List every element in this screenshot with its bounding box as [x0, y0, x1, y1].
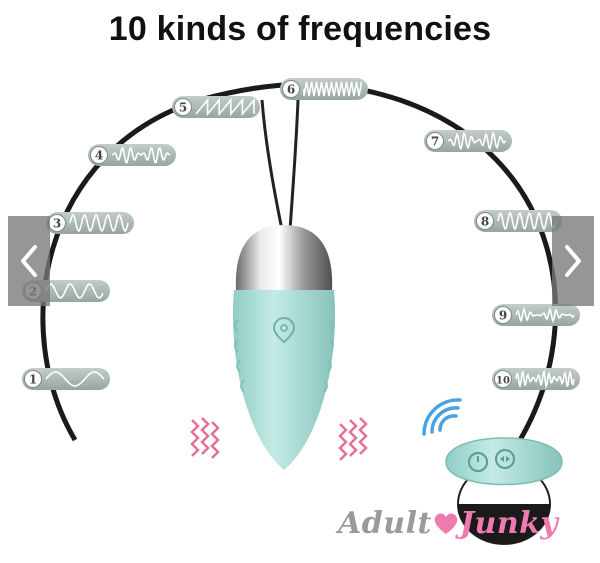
frequency-number: 3: [53, 217, 61, 231]
chevron-right-icon: [565, 245, 581, 277]
frequency-number: 10: [496, 376, 510, 387]
heart-icon: [434, 513, 458, 534]
frequency-number: 1: [29, 373, 37, 387]
bullet-cap: [235, 225, 333, 290]
frequency-badge-3: 3: [46, 212, 134, 234]
frequency-badge-background: [172, 96, 260, 118]
frequency-number-circle: [494, 370, 512, 388]
frequency-number: 7: [431, 135, 439, 149]
next-image-button[interactable]: [552, 216, 594, 306]
remote-mode-icon: [495, 449, 515, 469]
frequency-badge-9: 9: [492, 304, 580, 326]
frequency-waveform-icon: [515, 368, 575, 390]
frequency-waveform-icon: [303, 81, 363, 97]
frequency-number: 8: [481, 215, 489, 229]
watermark-logo: Adult Junky: [338, 506, 558, 541]
remote-power-icon: [468, 452, 488, 472]
frequency-badge-background: [492, 368, 580, 390]
body-ridges: [234, 319, 334, 393]
frequency-number: 6: [287, 83, 295, 97]
frequency-number-circle: [282, 80, 300, 98]
frequency-badge-8: 8: [474, 210, 562, 232]
frequency-number: 9: [499, 309, 507, 323]
body-power-icon: [272, 316, 296, 344]
frequency-badge-5: 5: [172, 96, 260, 118]
wireless-signal-icon: [422, 398, 462, 436]
frequency-number-circle: [476, 212, 494, 230]
cord-right: [288, 99, 300, 231]
frequency-number-circle: [426, 132, 444, 150]
frequency-badge-6: 6: [280, 78, 368, 100]
frequency-badge-1: 1: [22, 368, 110, 390]
frequency-waveform-icon: [447, 131, 507, 151]
chevron-left-icon: [21, 245, 37, 277]
vibration-left-icon: [190, 417, 220, 459]
frequency-waveform-icon: [195, 97, 255, 117]
frequency-number-circle: [24, 370, 42, 388]
previous-image-button[interactable]: [8, 216, 50, 306]
cord-left: [260, 99, 284, 231]
frequency-waveform-icon: [45, 371, 105, 387]
frequency-waveform-icon: [69, 213, 129, 233]
frequency-number-circle: [494, 306, 512, 324]
frequency-waveform-icon: [45, 283, 104, 299]
frequency-number: 4: [95, 149, 103, 163]
frequency-number-circle: [90, 146, 108, 164]
watermark-text-adult: Adult: [338, 506, 432, 541]
frequency-number-circle: [174, 98, 192, 116]
frequency-badge-4: 4: [88, 144, 176, 166]
frequency-waveform-icon: [515, 306, 575, 324]
remote-control: [445, 437, 563, 545]
frequency-number: 5: [179, 101, 187, 115]
page-title: 10 kinds of frequencies: [108, 10, 492, 48]
frequency-badge-7: 7: [424, 130, 512, 152]
frequency-badge-10: 10: [492, 368, 580, 390]
frequency-waveform-icon: [111, 147, 171, 164]
watermark-text-junky: Junky: [459, 506, 559, 541]
bullet-body: [232, 290, 336, 470]
vibration-right-icon: [338, 417, 368, 461]
frequency-waveform-icon: [497, 211, 557, 231]
